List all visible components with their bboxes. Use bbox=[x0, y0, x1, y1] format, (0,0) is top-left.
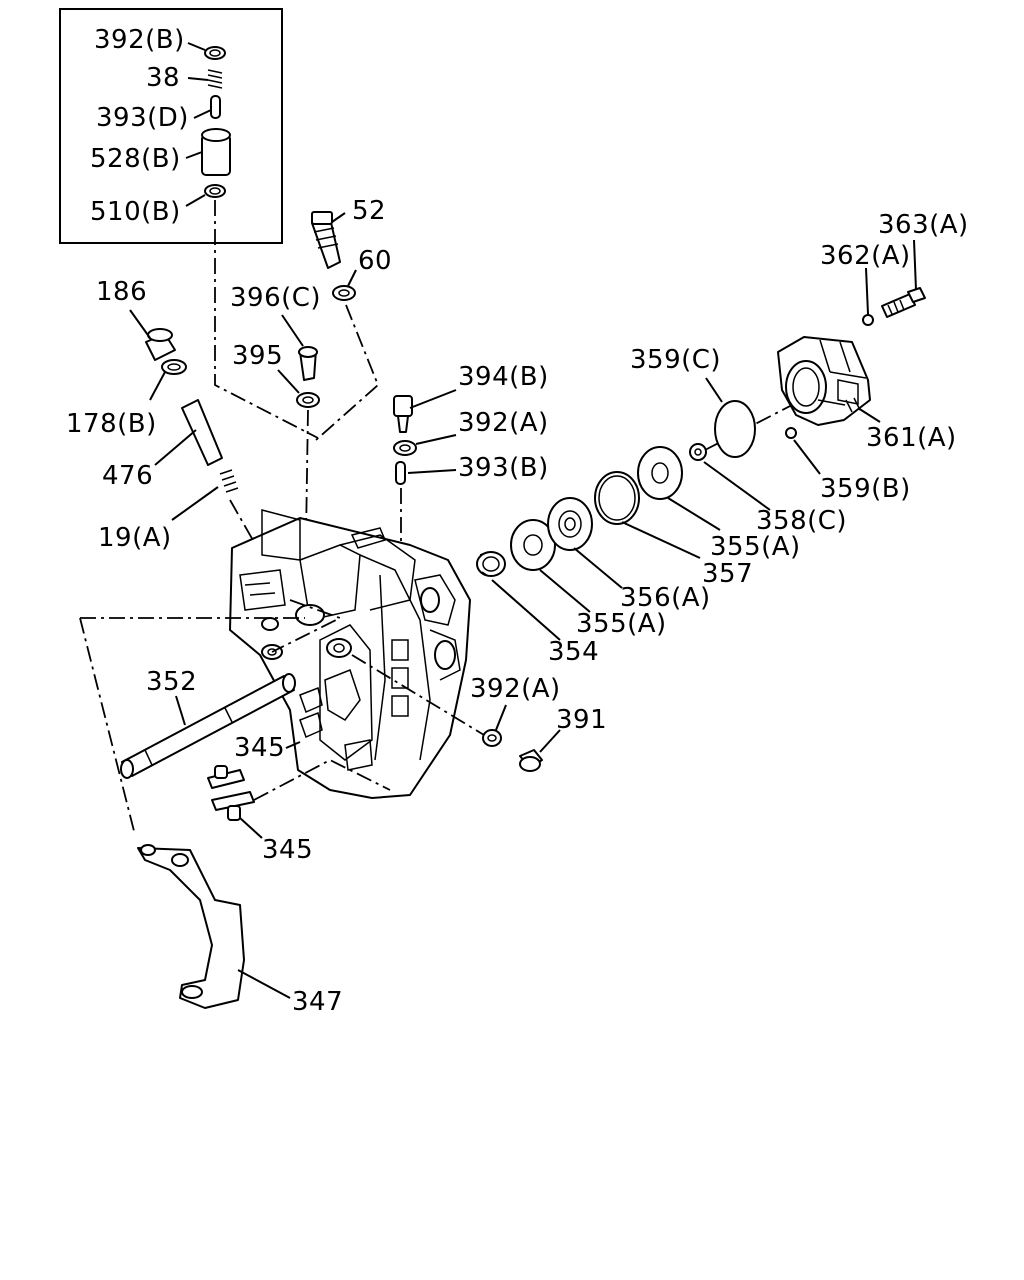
part-510b-ring bbox=[204, 184, 226, 198]
label-356a: 356(A) bbox=[620, 583, 711, 613]
inset-box bbox=[59, 8, 283, 244]
part-345-upper bbox=[207, 765, 245, 789]
label-355a-lower: 355(A) bbox=[576, 609, 667, 639]
label-396c: 396(C) bbox=[230, 283, 321, 313]
label-362a: 362(A) bbox=[820, 241, 911, 271]
part-363a-bolt bbox=[881, 287, 926, 318]
part-356a-plate bbox=[547, 497, 593, 551]
label-363a: 363(A) bbox=[878, 210, 969, 240]
label-52: 52 bbox=[352, 196, 386, 226]
part-359c-o-ring bbox=[714, 400, 756, 458]
label-392a-bottom: 392(A) bbox=[470, 674, 561, 704]
part-476-tube bbox=[181, 399, 223, 466]
part-355a-washer-lower bbox=[510, 519, 556, 571]
label-347: 347 bbox=[292, 987, 343, 1017]
part-528b-valve bbox=[201, 128, 231, 176]
part-352-shift-rod bbox=[120, 673, 296, 779]
label-359c: 359(C) bbox=[630, 345, 721, 375]
label-359b: 359(B) bbox=[820, 474, 911, 504]
part-345-lower bbox=[211, 791, 255, 821]
part-394b-switch bbox=[393, 395, 413, 433]
part-393b-pin bbox=[395, 461, 406, 485]
part-392a-ring-top bbox=[393, 440, 417, 456]
label-393b: 393(B) bbox=[458, 453, 549, 483]
part-178b-ring bbox=[161, 359, 187, 375]
part-359b-ring bbox=[785, 427, 797, 439]
label-476: 476 bbox=[102, 461, 153, 491]
transmission-case bbox=[229, 509, 471, 799]
part-355a-washer-upper bbox=[637, 446, 683, 500]
label-394b: 394(B) bbox=[458, 362, 549, 392]
label-357: 357 bbox=[702, 559, 753, 589]
part-358c-nut bbox=[689, 443, 707, 461]
label-178b: 178(B) bbox=[66, 409, 157, 439]
label-345-lower: 345 bbox=[262, 835, 313, 865]
label-19a: 19(A) bbox=[98, 523, 172, 553]
label-352: 352 bbox=[146, 667, 197, 697]
part-60-washer bbox=[332, 285, 356, 301]
label-354: 354 bbox=[548, 637, 599, 667]
label-38: 38 bbox=[146, 63, 180, 93]
part-393d-pin bbox=[210, 95, 221, 119]
label-60: 60 bbox=[358, 246, 392, 276]
label-528b: 528(B) bbox=[90, 144, 181, 174]
part-52-switch bbox=[311, 211, 341, 269]
label-392b: 392(B) bbox=[94, 25, 185, 55]
label-395: 395 bbox=[232, 341, 283, 371]
label-345-upper: 345 bbox=[234, 733, 285, 763]
part-347-shift-fork bbox=[137, 844, 245, 1009]
label-355a-upper: 355(A) bbox=[710, 532, 801, 562]
label-361a: 361(A) bbox=[866, 423, 957, 453]
part-354-seal bbox=[476, 551, 506, 577]
label-393d: 393(D) bbox=[96, 103, 189, 133]
label-358c: 358(C) bbox=[756, 506, 847, 536]
part-361a-housing bbox=[777, 336, 871, 426]
part-19a-spring bbox=[219, 469, 239, 493]
part-357-snap-ring bbox=[594, 471, 640, 525]
label-510b: 510(B) bbox=[90, 197, 181, 227]
part-362a-washer bbox=[862, 314, 874, 326]
label-392a-top: 392(A) bbox=[458, 408, 549, 438]
part-391-bolt bbox=[519, 749, 543, 772]
part-392a-ring-bottom bbox=[482, 729, 502, 747]
part-392b-ring bbox=[204, 46, 226, 60]
part-395-washer bbox=[296, 392, 320, 408]
label-391: 391 bbox=[556, 705, 607, 735]
part-38-spring bbox=[207, 69, 223, 89]
part-396c-breather bbox=[298, 346, 318, 381]
part-186-plug bbox=[145, 328, 176, 361]
label-186: 186 bbox=[96, 277, 147, 307]
